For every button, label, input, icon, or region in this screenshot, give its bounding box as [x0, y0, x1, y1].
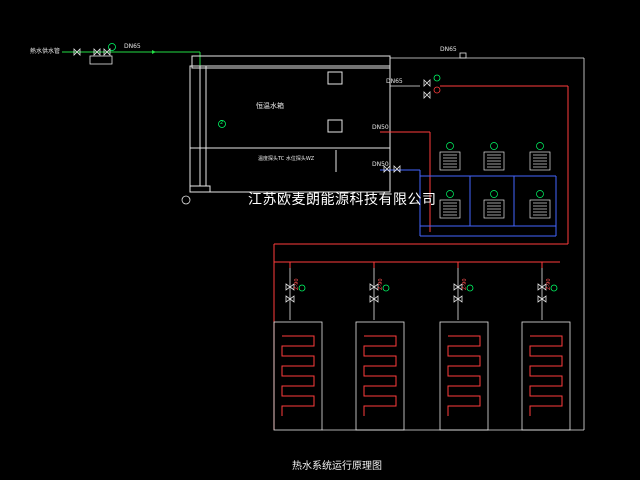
- dn65-branch-label: DN65: [386, 78, 403, 85]
- inlet-valve-group: [73, 43, 116, 65]
- branch-4-tag: Z-90: [546, 278, 552, 290]
- heat-pump-unit-icon: [483, 190, 505, 219]
- top-return-line: [390, 52, 585, 300]
- radiator-icon: [363, 335, 397, 416]
- branch-3-tag: Z-90: [462, 278, 468, 290]
- heat-pump-array: [439, 142, 551, 219]
- heat-pump-unit-icon: [529, 142, 551, 171]
- radiator-branch-2: [355, 268, 405, 431]
- constant-temperature-tank: [189, 55, 391, 193]
- radiator-icon: [529, 335, 563, 416]
- radiator-branch-3: [439, 268, 489, 431]
- tank-sensor-note: 温度探头TC 水位探头WZ: [258, 156, 315, 162]
- radiator-branch-1: [273, 268, 323, 431]
- cold-water-inlet-line: [62, 51, 201, 66]
- heat-pump-unit-icon: [439, 142, 461, 171]
- radiator-branch-4: [521, 268, 571, 431]
- radiator-icon: [281, 335, 315, 416]
- radiator-icon: [447, 335, 481, 416]
- diagram-title: 热水系统运行原理图: [292, 461, 382, 472]
- tank-tag: 2: [220, 120, 224, 126]
- dn50-mid-label: DN50: [372, 124, 389, 131]
- branch-2-tag: Z-90: [378, 278, 384, 290]
- branch-1-tag: Z-90: [294, 278, 300, 290]
- radiator-supply-header: [274, 261, 560, 268]
- heat-pump-unit-icon: [439, 190, 461, 219]
- tank-name: 恒温水箱: [256, 102, 284, 110]
- heat-pump-unit-icon: [529, 190, 551, 219]
- heat-pump-unit-icon: [483, 142, 505, 171]
- dn65-top-label: DN65: [440, 46, 457, 53]
- tank-tag-icon: [218, 120, 226, 128]
- dn50-low-label: DN50: [372, 161, 389, 168]
- flow-arrow-icon: [152, 50, 156, 54]
- dn65-inlet-label: DN65: [124, 43, 141, 50]
- company-watermark: 江苏欧麦朗能源科技有限公司: [248, 192, 437, 208]
- circulation-pump-group: [383, 165, 401, 173]
- drain-pump-icon: [181, 195, 191, 205]
- supply-pump-group: [423, 74, 441, 99]
- inlet-label: 熱水供水管: [30, 48, 61, 55]
- radiator-return-header: [322, 300, 585, 431]
- hot-supply-line: [273, 85, 569, 430]
